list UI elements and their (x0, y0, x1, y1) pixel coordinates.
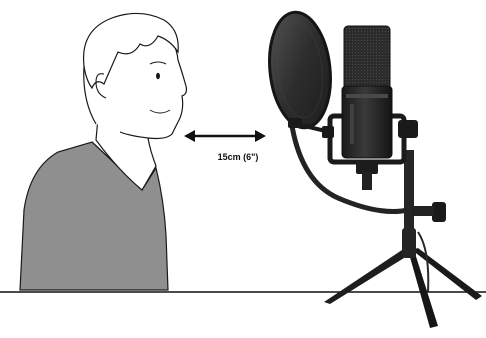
person-illustration (20, 13, 187, 290)
person-eye (156, 73, 160, 79)
mic-body (342, 26, 392, 158)
double-headed-arrow-icon (184, 130, 266, 142)
pop-filter (264, 9, 336, 132)
distance-label: 15cm (6") (198, 152, 278, 162)
tripod-stand (324, 150, 482, 328)
microphone-icon (264, 9, 482, 328)
